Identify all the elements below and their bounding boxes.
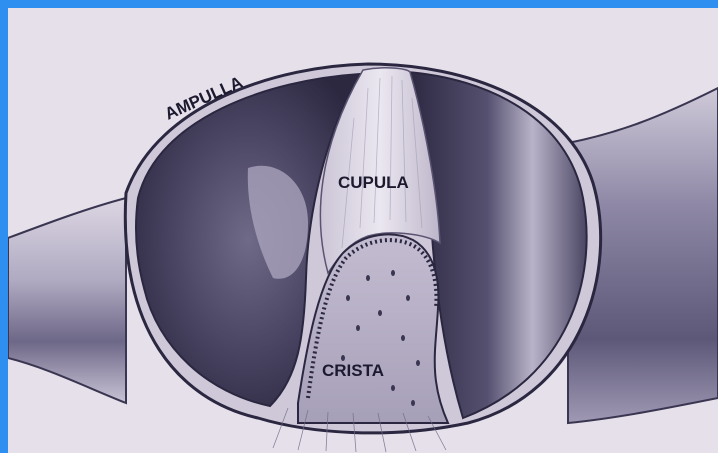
crista-label: CRISTA [322,361,384,380]
ampulla-illustration: AMPULLA CUPULA CRISTA [8,8,718,453]
cupula-label: CUPULA [338,173,409,192]
ampulla-drawing: AMPULLA CUPULA CRISTA [8,8,718,453]
